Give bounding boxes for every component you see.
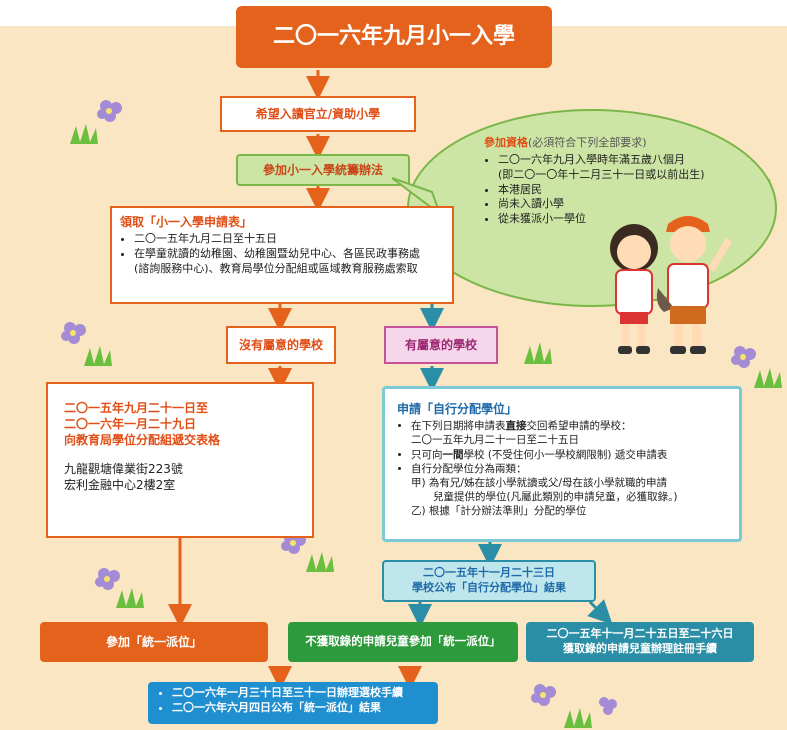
grass-decoration-icon [524,342,552,364]
submit-address: 九龍觀塘偉業街223號 [64,461,183,476]
list-item: 從未獲派小一學位 [498,212,764,227]
list-item: 尚未入讀小學 [498,197,764,212]
no-preference-box: 沒有屬意的學校 [226,326,336,364]
flower-decoration-icon [70,100,122,144]
text-segment: 學校 (不受住何小一學校網限制) 遞交申請表 [463,448,668,461]
registration-box: 二〇一五年十一月二十五日至二十六日 獲取錄的申請兒童辦理註冊手續 [526,622,754,662]
list-item: 二〇一六年九月入學時年滿五歲八個月 [498,153,764,168]
list-item: 二〇一五年九月二日至十五日 [134,232,444,247]
discretionary-box: 申請「自行分配學位」 在下列日期將申請表直接交回希望申請的學校： 二〇一五年九月… [382,386,742,542]
emphasis-text: 直接 [505,420,527,433]
application-form-box: 領取「小一入學申請表」 二〇一五年九月二日至十五日 在學童就讀的幼稚園、幼稚園暨… [110,206,454,304]
eligibility-note: (必須符合下列全部要求) [528,136,647,149]
list-item-cont: (即二〇一〇年十二月三十一日或以前出生) [498,167,705,181]
list-item: 在學童就讀的幼稚園、幼稚園暨幼兒中心、各區民政事務處 [134,247,444,262]
final-list: 二〇一六年一月三十日至三十一日辦理選校手續 二〇一六年六月四日公布「統一派位」結… [158,686,428,716]
text-segment: 只可向 [411,448,443,461]
announce-box: 二〇一五年十一月二十三日 學校公布「自行分配學位」結果 [382,560,596,602]
registration-line: 獲取錄的申請兒童辦理註冊手續 [563,642,717,655]
list-item-cont: 甲) 為有兄/姊在該小學就讀或父/母在該小學就職的申請 [411,476,668,489]
eligibility-heading: 參加資格(必須符合下列全部要求) [484,136,764,151]
submit-form-box: 二〇一五年九月二十一日至 二〇一六年一月二十九日 向教育局學位分配組遞交表格 九… [46,382,314,538]
discretionary-list: 在下列日期將申請表直接交回希望申請的學校： 二〇一五年九月二十一日至二十五日 只… [397,419,727,518]
flower-decoration-icon [531,684,617,728]
registration-line: 二〇一五年十一月二十五日至二十六日 [546,627,734,641]
emphasis-text: 一間 [442,448,464,461]
list-item-cont: (諮詢服務中心)、教育局學位分配組或區域教育服務處索取 [134,261,418,275]
list-item-cont: 乙) 根據「計分辦法準則」分配的學位 [411,505,587,518]
announce-line: 學校公布「自行分配學位」結果 [412,581,566,594]
text-segment: 在下列日期將申請表 [411,420,506,433]
text-segment: 交回希望申請的學校： [526,420,632,433]
form-list: 二〇一五年九月二日至十五日 在學童就讀的幼稚園、幼稚園暨幼兒中心、各區民政事務處… [120,232,444,277]
announce-line: 二〇一五年十一月二十三日 [423,566,555,580]
eligibility-title: 參加資格 [484,136,528,149]
flower-decoration-icon [95,568,144,608]
list-item: 在下列日期將申請表直接交回希望申請的學校： [411,419,727,433]
flower-decoration-icon [731,346,782,388]
list-item: 二〇一六年一月三十日至三十一日辦理選校手續 [172,686,428,701]
submit-address: 宏利金融中心2樓2室 [64,477,176,492]
list-item: 自行分配學位分為兩類： [411,462,727,476]
flower-decoration-icon [61,322,112,366]
eligibility-list: 二〇一六年九月入學時年滿五歲八個月 (即二〇一〇年十二月三十一日或以前出生) 本… [484,153,764,227]
eligibility-content: 參加資格(必須符合下列全部要求) 二〇一六年九月入學時年滿五歲八個月 (即二〇一… [484,136,764,246]
discretionary-heading: 申請「自行分配學位」 [397,402,518,416]
list-item: 本港居民 [498,183,764,198]
central-allocation-box: 參加「統一派位」 [40,622,268,662]
form-heading: 領取「小一入學申請表」 [120,215,253,229]
list-item: 二〇一六年六月四日公布「統一派位」結果 [172,701,428,716]
has-preference-box: 有屬意的學校 [384,326,498,364]
page-title: 二〇一六年九月小一入學 [236,6,552,68]
list-item-cont: 二〇一五年九月二十一日至二十五日 [411,434,579,447]
final-box: 二〇一六年一月三十日至三十一日辦理選校手續 二〇一六年六月四日公布「統一派位」結… [148,682,438,724]
not-admitted-box: 不獲取錄的申請兒童參加「統一派位」 [288,622,518,662]
step-hope-box: 希望入讀官立/資助小學 [220,96,416,132]
children-illustration-icon [610,216,732,354]
list-item-cont: 兒童提供的學位(凡屬此類別的申請兒童，必獲取錄。) [433,491,678,504]
step-join-box: 參加小一入學統籌辦法 [236,154,410,186]
list-item: 只可向一間學校 (不受住何小一學校網限制) 遞交申請表 [411,448,727,462]
submit-line: 二〇一五年九月二十一日至 [64,401,209,415]
submit-line: 向教育局學位分配組遞交表格 [64,433,221,448]
submit-line: 二〇一六年一月二十九日 [64,417,197,432]
